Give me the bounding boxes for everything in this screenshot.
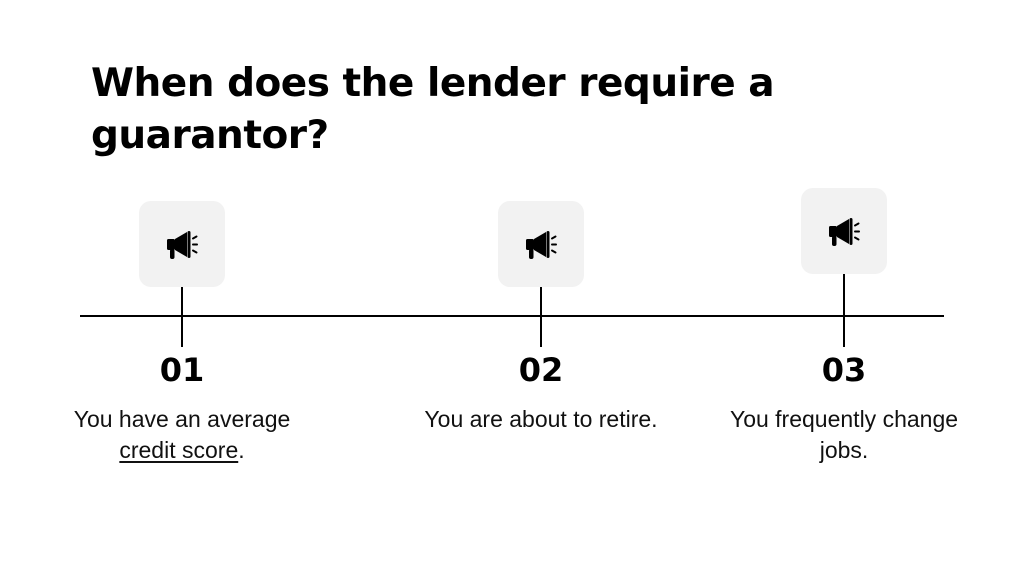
step-3-icon-box bbox=[801, 188, 887, 274]
step-2-text: You are about to retire. bbox=[424, 406, 658, 432]
step-1-number: 01 bbox=[159, 351, 205, 389]
step-2-connector bbox=[540, 287, 542, 347]
step-3-text: You frequently change jobs. bbox=[729, 406, 959, 463]
megaphone-icon bbox=[167, 231, 198, 259]
step-1-text-suffix: . bbox=[238, 437, 245, 463]
timeline-line bbox=[80, 315, 944, 317]
megaphone-icon bbox=[829, 218, 860, 246]
megaphone-icon bbox=[526, 231, 557, 259]
credit-score-link[interactable]: credit score bbox=[119, 437, 239, 463]
step-3-connector bbox=[843, 274, 845, 347]
slide-title: When does the lender require a guarantor… bbox=[91, 61, 775, 158]
step-3-number: 03 bbox=[821, 351, 867, 389]
step-2-icon-box bbox=[498, 201, 584, 287]
step-1-icon-box bbox=[139, 201, 225, 287]
step-1-text-prefix: You have an average bbox=[73, 406, 291, 432]
step-2-number: 02 bbox=[518, 351, 564, 389]
step-1-text: You have an average credit score. bbox=[62, 404, 302, 466]
step-1-connector bbox=[181, 287, 183, 347]
